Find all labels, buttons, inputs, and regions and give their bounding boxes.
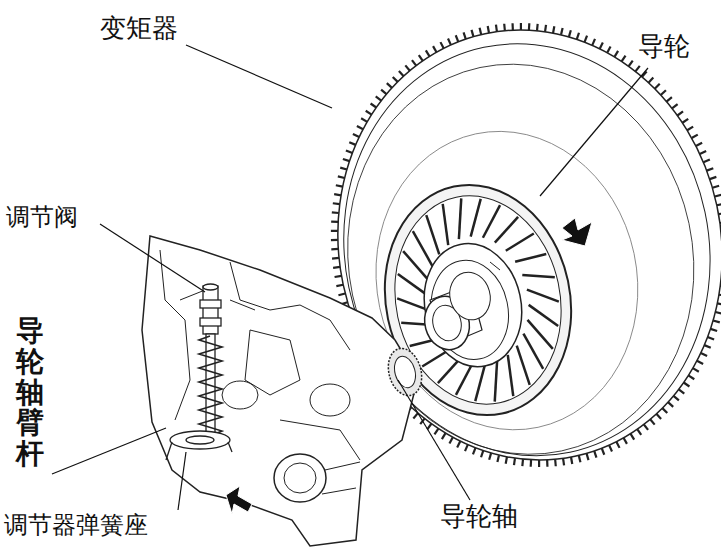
gear-tooth	[560, 28, 564, 35]
gear-tooth	[579, 455, 581, 462]
gear-tooth	[554, 459, 556, 466]
stator-vane	[505, 355, 517, 396]
leader-line	[100, 224, 205, 292]
gear-tooth	[340, 166, 347, 171]
stator-vane	[426, 214, 439, 255]
gear-tooth	[336, 285, 343, 286]
leader-line	[398, 380, 470, 500]
gear-tooth	[331, 220, 338, 223]
rotation-arrow	[562, 218, 592, 246]
gear-tooth	[331, 248, 338, 250]
gear-tooth	[334, 193, 341, 197]
part-label: 调节器弹簧座	[4, 512, 148, 540]
gear-tooth	[687, 127, 694, 131]
stator-vane	[515, 254, 547, 262]
stator-vane	[440, 204, 452, 245]
gear-tooth	[616, 441, 619, 448]
gear-tooth	[707, 168, 714, 170]
gear-tooth	[528, 23, 531, 30]
gear-tooth	[609, 445, 612, 452]
stator-vane	[517, 345, 530, 386]
gear-tooth	[623, 437, 626, 444]
gear-tooth	[496, 455, 500, 462]
gear-tooth	[552, 26, 556, 33]
valve-spring	[199, 336, 222, 436]
stator-vane	[477, 205, 506, 238]
gear-tooth	[332, 257, 339, 259]
part-label: 调节阀	[6, 204, 78, 232]
stator-vane	[491, 217, 523, 243]
leader-line	[186, 45, 332, 108]
leader-line	[178, 452, 186, 510]
gear-tooth	[480, 28, 482, 35]
gear-tooth	[563, 458, 565, 465]
gear-tooth	[546, 460, 549, 467]
gear-tooth	[715, 195, 721, 197]
gear-tooth	[503, 24, 505, 31]
gear-tooth	[338, 294, 345, 296]
gear-tooth	[710, 177, 717, 179]
gear-tooth	[544, 25, 548, 32]
gear-tooth	[691, 135, 698, 138]
gear-tooth	[699, 151, 706, 154]
gear-tooth	[456, 35, 459, 42]
part-label: 导轮轴	[440, 502, 518, 532]
gear-tooth	[338, 175, 345, 179]
stator-vane	[468, 363, 493, 401]
gear-tooth	[536, 24, 539, 31]
gear-tooth	[440, 42, 443, 49]
gear-tooth	[488, 26, 490, 33]
stator-vane	[527, 284, 559, 308]
gear-tooth	[336, 184, 343, 188]
gear-tooth	[333, 266, 340, 268]
leader-line	[52, 428, 166, 474]
gear-tooth	[495, 25, 497, 32]
gear-tooth	[331, 229, 338, 232]
gear-tooth	[538, 460, 541, 467]
stator-vane	[522, 268, 554, 283]
gear-tooth	[504, 457, 508, 464]
stator-vane	[413, 229, 433, 269]
gear-tooth	[464, 32, 466, 39]
gear-tooth	[488, 453, 493, 460]
gear-tooth	[448, 38, 451, 45]
part-label: 导轮	[638, 32, 690, 62]
regulator-valve	[166, 284, 232, 460]
gear-tooth	[602, 448, 605, 455]
gear-tooth	[587, 453, 589, 460]
gear-tooth	[529, 460, 532, 467]
gear-tooth	[568, 30, 573, 37]
gear-tooth	[472, 30, 474, 37]
pump-housing	[142, 236, 427, 546]
leader-line	[540, 68, 648, 196]
gear-tooth	[335, 276, 342, 278]
gear-tooth	[712, 186, 719, 188]
stator-vane	[487, 361, 506, 402]
stator-vane	[523, 331, 543, 371]
gear-tooth	[521, 459, 524, 466]
part-label: 导轮轴臂杆	[16, 316, 44, 470]
gear-tooth	[703, 160, 710, 163]
gear-tooth	[519, 23, 522, 30]
gear-tooth	[513, 458, 517, 465]
rotation-arrow	[226, 486, 252, 514]
gear-tooth	[433, 46, 436, 53]
leader-lines	[52, 45, 648, 510]
gear-tooth	[331, 239, 338, 242]
gear-tooth	[511, 23, 514, 30]
part-label: 变矩器	[100, 14, 178, 44]
gear-tooth	[713, 319, 720, 324]
stator-vane	[463, 199, 488, 237]
gear-tooth	[332, 211, 339, 214]
gear-tooth	[594, 451, 596, 458]
gear-tooth	[695, 143, 702, 146]
gear-tooth	[571, 457, 573, 464]
stator-vane	[451, 198, 470, 239]
stator-vane	[504, 234, 537, 251]
gear-tooth	[333, 202, 340, 206]
spring-seat	[170, 431, 230, 449]
